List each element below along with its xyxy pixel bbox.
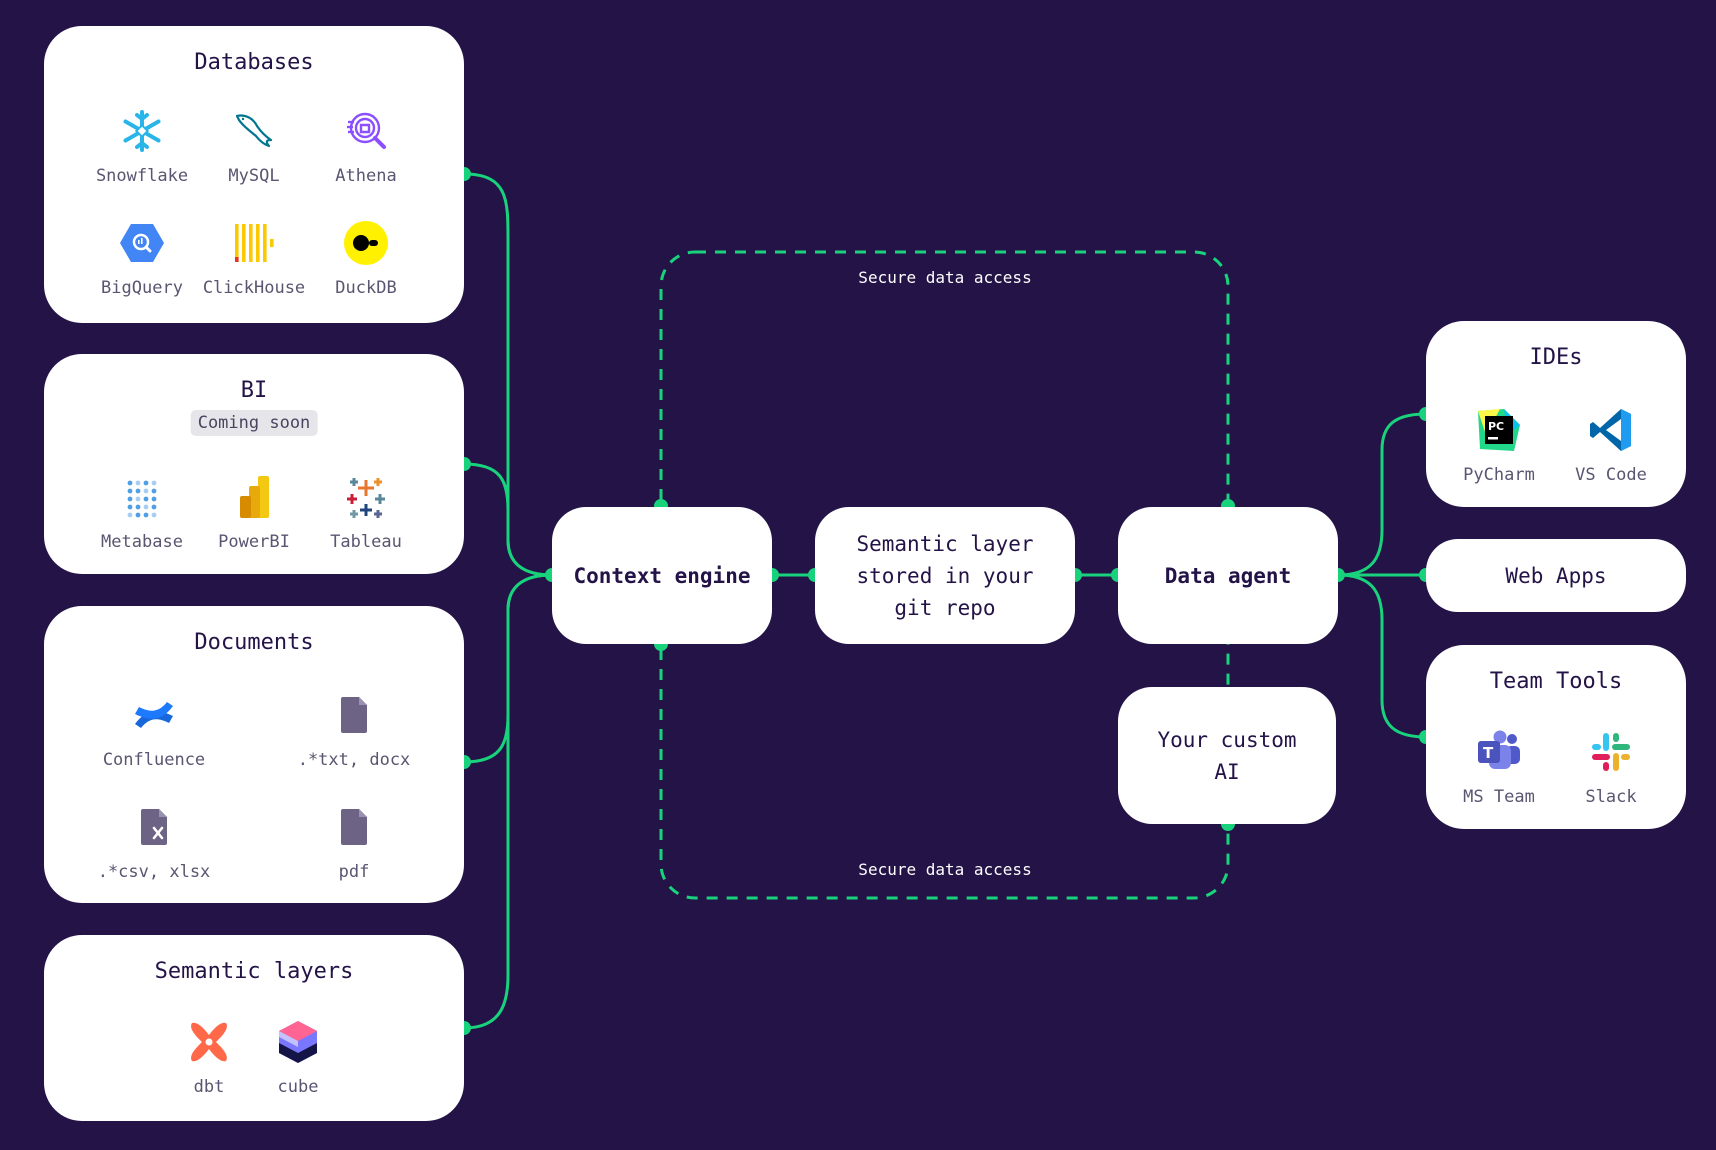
slack-item[interactable]: Slack bbox=[1546, 727, 1676, 807]
team-tools-card: Team Tools T MS Team Slack bbox=[1426, 645, 1686, 829]
cube-icon bbox=[279, 1021, 317, 1063]
snowflake-item[interactable]: Snowflake bbox=[77, 106, 207, 186]
wire-bi bbox=[463, 462, 553, 577]
file-icon bbox=[341, 809, 367, 845]
context-engine-node[interactable]: Context engine bbox=[552, 507, 772, 644]
ides-card: IDEs PC PyCharm VS Code bbox=[1426, 321, 1686, 507]
cube-item[interactable]: cube bbox=[233, 1017, 363, 1097]
clickhouse-item[interactable]: ClickHouse bbox=[189, 218, 319, 298]
powerbi-icon bbox=[240, 476, 269, 518]
tableau-label: Tableau bbox=[330, 532, 402, 552]
tableau-icon bbox=[347, 478, 385, 518]
snowflake-label: Snowflake bbox=[95, 166, 189, 186]
duckdb-icon bbox=[344, 221, 388, 265]
pdf-item[interactable]: pdf bbox=[289, 802, 419, 882]
secure-access-top-label: Secure data access bbox=[858, 268, 1032, 287]
databases-title: Databases bbox=[194, 50, 314, 75]
slack-label: Slack bbox=[1585, 787, 1637, 807]
bi-title: BI bbox=[240, 378, 268, 403]
data-agent-label: Data agent bbox=[1164, 563, 1292, 588]
wire-agent-teamtools bbox=[1337, 573, 1427, 739]
ms-teams-item[interactable]: T MS Team bbox=[1434, 727, 1564, 807]
wire-semantic-layers bbox=[463, 573, 553, 1030]
duckdb-label: DuckDB bbox=[335, 278, 397, 298]
semantic-layers-title: Semantic layers bbox=[154, 959, 354, 984]
web-apps-node[interactable]: Web Apps bbox=[1426, 539, 1686, 612]
csv-xlsx-item[interactable]: .*csv, xlsx bbox=[89, 802, 219, 882]
metabase-icon bbox=[127, 480, 157, 518]
csv-xlsx-label: .*csv, xlsx bbox=[97, 862, 211, 882]
semantic-layer-text: Semantic layer stored in your git repo bbox=[856, 531, 1034, 620]
web-apps-label: Web Apps bbox=[1505, 563, 1607, 588]
powerbi-item[interactable]: PowerBI bbox=[189, 472, 319, 552]
dbt-label: dbt bbox=[193, 1077, 225, 1097]
svg-text:T: T bbox=[1483, 744, 1494, 762]
confluence-label: Confluence bbox=[102, 750, 206, 770]
coming-soon-badge: Coming soon bbox=[190, 410, 318, 436]
vscode-label: VS Code bbox=[1575, 465, 1647, 485]
semantic-layer-node[interactable]: Semantic layer stored in your git repo bbox=[815, 507, 1075, 644]
pycharm-item[interactable]: PC PyCharm bbox=[1434, 405, 1564, 485]
bigquery-label: BigQuery bbox=[101, 278, 183, 298]
duckdb-item[interactable]: DuckDB bbox=[301, 218, 431, 298]
athena-item[interactable]: Athena bbox=[301, 106, 431, 186]
mysql-item[interactable]: MySQL bbox=[189, 106, 319, 186]
slack-icon bbox=[1592, 733, 1630, 771]
vscode-item[interactable]: VS Code bbox=[1546, 405, 1676, 485]
powerbi-label: PowerBI bbox=[218, 532, 290, 552]
bigquery-item[interactable]: BigQuery bbox=[77, 218, 207, 298]
confluence-item[interactable]: Confluence bbox=[89, 690, 219, 770]
ms-teams-icon: T bbox=[1478, 730, 1520, 769]
clickhouse-label: ClickHouse bbox=[202, 278, 306, 298]
semantic-layers-card: Semantic layers dbt cube bbox=[44, 935, 464, 1121]
mysql-dolphin-icon bbox=[235, 114, 273, 148]
tableau-item[interactable]: Tableau bbox=[301, 472, 431, 552]
svg-text:PC: PC bbox=[1488, 420, 1504, 433]
metabase-item[interactable]: Metabase bbox=[77, 472, 207, 552]
ms-teams-label: MS Team bbox=[1463, 787, 1535, 807]
dbt-item[interactable]: dbt bbox=[144, 1017, 274, 1097]
bi-card: BI Coming soon Metabase PowerBI bbox=[44, 354, 464, 574]
confluence-icon bbox=[135, 702, 173, 728]
bigquery-icon bbox=[120, 224, 164, 262]
custom-ai-text: Your custom AI bbox=[1157, 727, 1297, 784]
clickhouse-icon bbox=[235, 224, 274, 262]
wire-agent-ides bbox=[1337, 412, 1427, 577]
pycharm-icon: PC bbox=[1478, 409, 1520, 451]
documents-title: Documents bbox=[194, 630, 314, 655]
txt-docx-item[interactable]: .*txt, docx bbox=[289, 690, 419, 770]
secure-access-bottom-label: Secure data access bbox=[858, 860, 1032, 879]
snowflake-icon bbox=[123, 110, 161, 152]
context-engine-label: Context engine bbox=[573, 563, 751, 588]
pdf-label: pdf bbox=[338, 862, 370, 882]
vscode-icon bbox=[1590, 409, 1631, 451]
pycharm-label: PyCharm bbox=[1463, 465, 1535, 485]
custom-ai-node[interactable]: Your custom AI bbox=[1118, 687, 1336, 824]
team-tools-title: Team Tools bbox=[1489, 669, 1623, 694]
metabase-label: Metabase bbox=[101, 532, 183, 552]
athena-icon bbox=[347, 112, 386, 149]
file-icon bbox=[341, 697, 367, 733]
txt-docx-label: .*txt, docx bbox=[297, 750, 411, 770]
dbt-icon bbox=[191, 1022, 227, 1062]
databases-card: Databases Snowflake MySQL bbox=[44, 26, 464, 323]
mysql-label: MySQL bbox=[228, 166, 280, 186]
ides-title: IDEs bbox=[1529, 345, 1583, 370]
spreadsheet-file-icon bbox=[141, 809, 167, 845]
data-agent-node[interactable]: Data agent bbox=[1118, 507, 1338, 644]
documents-card: Documents Confluence .*txt, docx .*csv, … bbox=[44, 606, 464, 903]
athena-label: Athena bbox=[335, 166, 397, 186]
cube-label: cube bbox=[277, 1077, 319, 1097]
